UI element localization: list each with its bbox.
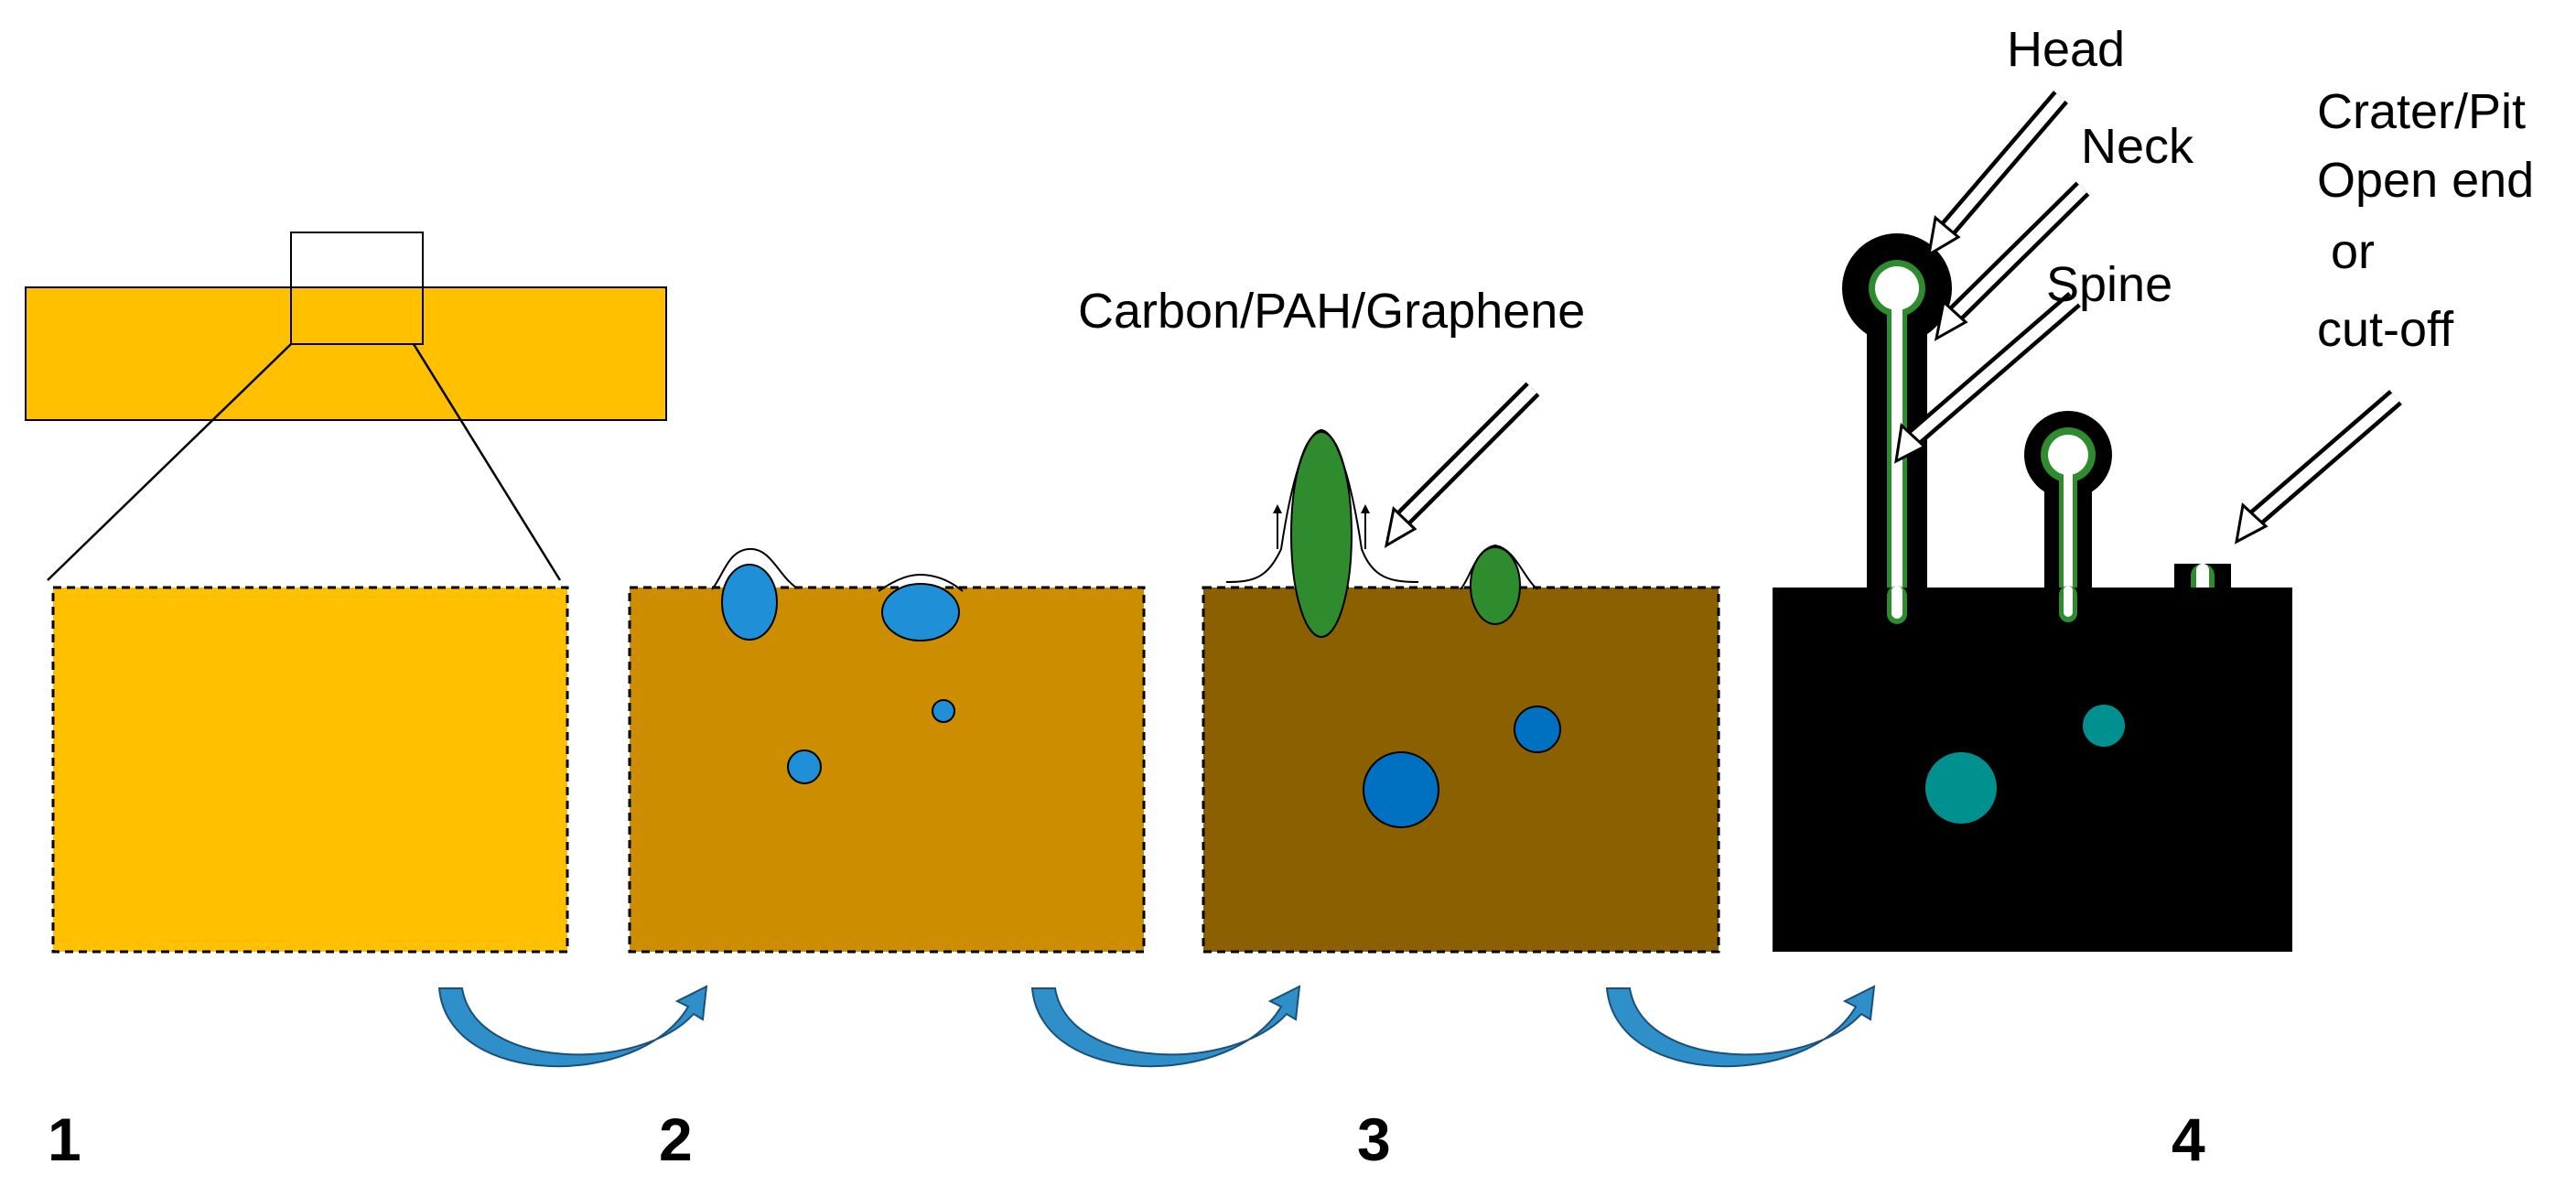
crater-label-line-3: or bbox=[2317, 224, 2375, 279]
zoom-line-right bbox=[412, 343, 562, 581]
crater-label-line-4: cut-off bbox=[2317, 302, 2454, 357]
curved-arrow-icon bbox=[1030, 985, 1301, 1068]
stage-1 bbox=[25, 232, 667, 954]
blue-inclusion bbox=[787, 749, 822, 784]
carbon-growth-column bbox=[1290, 431, 1353, 638]
stage-number: 4 bbox=[2172, 1105, 2205, 1173]
whisker-head-core bbox=[2048, 435, 2088, 475]
hollow-pointer-arrow-icon bbox=[1926, 91, 2068, 257]
surface-bump-1 bbox=[711, 547, 797, 590]
curved-arrow-icon bbox=[437, 985, 708, 1068]
zoom-line-left bbox=[47, 343, 292, 581]
blue-inclusion bbox=[932, 699, 955, 723]
stage-3 bbox=[1202, 428, 1720, 954]
stage-1-block bbox=[51, 586, 569, 954]
spine-label: Spine bbox=[2046, 257, 2172, 312]
teal-inclusion bbox=[2083, 705, 2125, 747]
neck-label: Neck bbox=[2081, 119, 2194, 174]
teal-inclusion bbox=[1925, 752, 1997, 824]
stage-number: 3 bbox=[1357, 1105, 1391, 1173]
blue-inclusion bbox=[721, 564, 778, 641]
hollow-pointer-arrow-icon bbox=[1934, 181, 2090, 341]
hollow-pointer-arrow-icon bbox=[1894, 292, 2081, 464]
source-strip bbox=[25, 286, 667, 421]
whisker-spine-core bbox=[2064, 462, 2073, 618]
stage-2-block bbox=[628, 586, 1146, 954]
whisker-root-core bbox=[1892, 586, 1902, 619]
stage-3-block bbox=[1202, 586, 1720, 954]
carbon-growth-small bbox=[1470, 546, 1521, 625]
carbon-label: Carbon/PAH/Graphene bbox=[1078, 284, 1585, 339]
whisker-head-core bbox=[1875, 266, 1919, 310]
curved-arrow-icon bbox=[1605, 985, 1876, 1068]
whisker-root-core bbox=[2064, 586, 2073, 617]
carbon-envelope-small bbox=[1460, 544, 1538, 590]
dark-blue-inclusion bbox=[1514, 706, 1561, 753]
dark-blue-inclusion bbox=[1363, 751, 1439, 828]
hollow-pointer-arrow-icon bbox=[2234, 390, 2402, 544]
crater-label-line-1: Crater/Pit bbox=[2317, 84, 2526, 139]
zoom-region-box bbox=[290, 232, 424, 345]
stage-4-block bbox=[1773, 588, 2292, 952]
stage-number: 2 bbox=[659, 1105, 693, 1173]
crater-label-line-2: Open end bbox=[2317, 153, 2534, 208]
whisker-short bbox=[2024, 411, 2112, 622]
stage-2 bbox=[628, 547, 1146, 954]
stage-4 bbox=[1773, 233, 2292, 952]
head-label: Head bbox=[2007, 22, 2125, 77]
blue-inclusion bbox=[881, 583, 960, 642]
hollow-pointer-arrow-icon bbox=[1384, 382, 1540, 548]
surface-bump-2 bbox=[878, 573, 964, 592]
stage-number: 1 bbox=[48, 1105, 81, 1173]
carbon-envelope bbox=[1225, 428, 1419, 583]
